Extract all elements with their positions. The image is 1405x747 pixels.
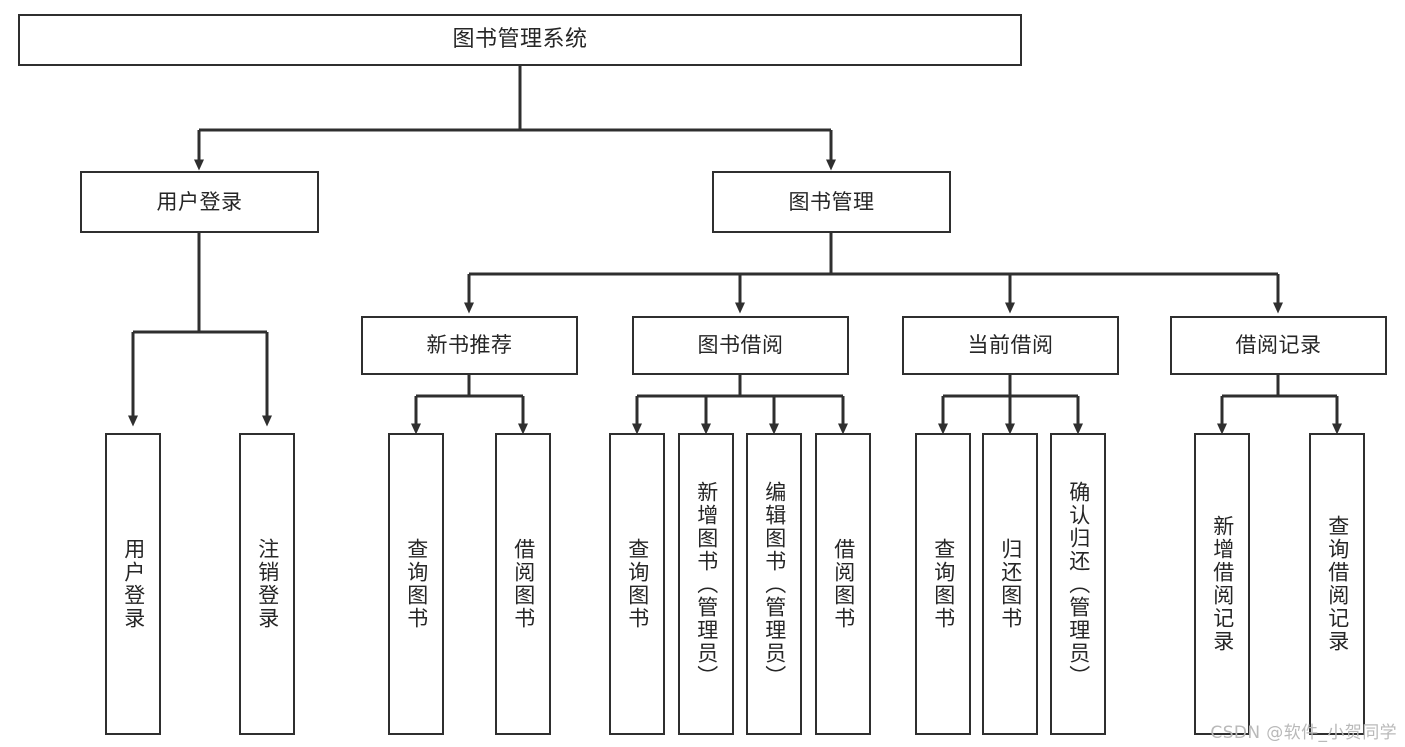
node-current-borrow-label: 当前借阅 bbox=[967, 333, 1054, 358]
leaf-book-borrow-borrow-label: 借阅图书 bbox=[831, 538, 856, 630]
leaf-book-borrow-query-label: 查询图书 bbox=[625, 538, 650, 630]
leaf-current-borrow-confirm-return-label: 确认归还（管理员） bbox=[1066, 480, 1091, 688]
node-current-borrow[interactable]: 当前借阅 bbox=[902, 316, 1119, 375]
leaf-book-borrow-borrow[interactable]: 借阅图书 bbox=[815, 433, 871, 735]
leaf-book-borrow-add[interactable]: 新增图书（管理员） bbox=[678, 433, 734, 735]
node-borrow-record-label: 借阅记录 bbox=[1235, 333, 1322, 358]
node-book-borrow-label: 图书借阅 bbox=[697, 333, 784, 358]
node-book-borrow[interactable]: 图书借阅 bbox=[632, 316, 849, 375]
node-borrow-record[interactable]: 借阅记录 bbox=[1170, 316, 1387, 375]
leaf-book-borrow-edit-label: 编辑图书（管理员） bbox=[762, 480, 787, 688]
node-new-book-recommend-label: 新书推荐 bbox=[426, 333, 513, 358]
leaf-user-login-login[interactable]: 用户登录 bbox=[105, 433, 161, 735]
node-book-management-label: 图书管理 bbox=[788, 189, 875, 214]
leaf-user-login-logout[interactable]: 注销登录 bbox=[239, 433, 295, 735]
node-user-login-label: 用户登录 bbox=[156, 189, 243, 214]
leaf-current-borrow-confirm-return[interactable]: 确认归还（管理员） bbox=[1050, 433, 1106, 735]
leaf-current-borrow-query-label: 查询图书 bbox=[931, 538, 956, 630]
leaf-book-borrow-edit[interactable]: 编辑图书（管理员） bbox=[746, 433, 802, 735]
leaf-borrow-record-add[interactable]: 新增借阅记录 bbox=[1194, 433, 1250, 735]
leaf-new-book-query[interactable]: 查询图书 bbox=[388, 433, 444, 735]
node-user-login[interactable]: 用户登录 bbox=[80, 171, 319, 233]
node-root-label: 图书管理系统 bbox=[452, 26, 588, 52]
leaf-current-borrow-return[interactable]: 归还图书 bbox=[982, 433, 1038, 735]
leaf-current-borrow-query[interactable]: 查询图书 bbox=[915, 433, 971, 735]
leaf-borrow-record-query-label: 查询借阅记录 bbox=[1325, 515, 1350, 653]
leaf-borrow-record-query[interactable]: 查询借阅记录 bbox=[1309, 433, 1365, 735]
node-root-library-system[interactable]: 图书管理系统 bbox=[18, 14, 1022, 66]
leaf-user-login-logout-label: 注销登录 bbox=[255, 538, 280, 630]
leaf-current-borrow-return-label: 归还图书 bbox=[998, 538, 1023, 630]
leaf-user-login-login-label: 用户登录 bbox=[121, 538, 146, 630]
leaf-book-borrow-query[interactable]: 查询图书 bbox=[609, 433, 665, 735]
leaf-borrow-record-add-label: 新增借阅记录 bbox=[1210, 515, 1235, 653]
leaf-new-book-borrow-label: 借阅图书 bbox=[511, 538, 536, 630]
watermark-text: CSDN @软件_小贺同学 bbox=[1210, 723, 1397, 743]
node-book-management[interactable]: 图书管理 bbox=[712, 171, 951, 233]
leaf-new-book-query-label: 查询图书 bbox=[404, 538, 429, 630]
leaf-new-book-borrow[interactable]: 借阅图书 bbox=[495, 433, 551, 735]
node-new-book-recommend[interactable]: 新书推荐 bbox=[361, 316, 578, 375]
leaf-book-borrow-add-label: 新增图书（管理员） bbox=[694, 480, 719, 688]
